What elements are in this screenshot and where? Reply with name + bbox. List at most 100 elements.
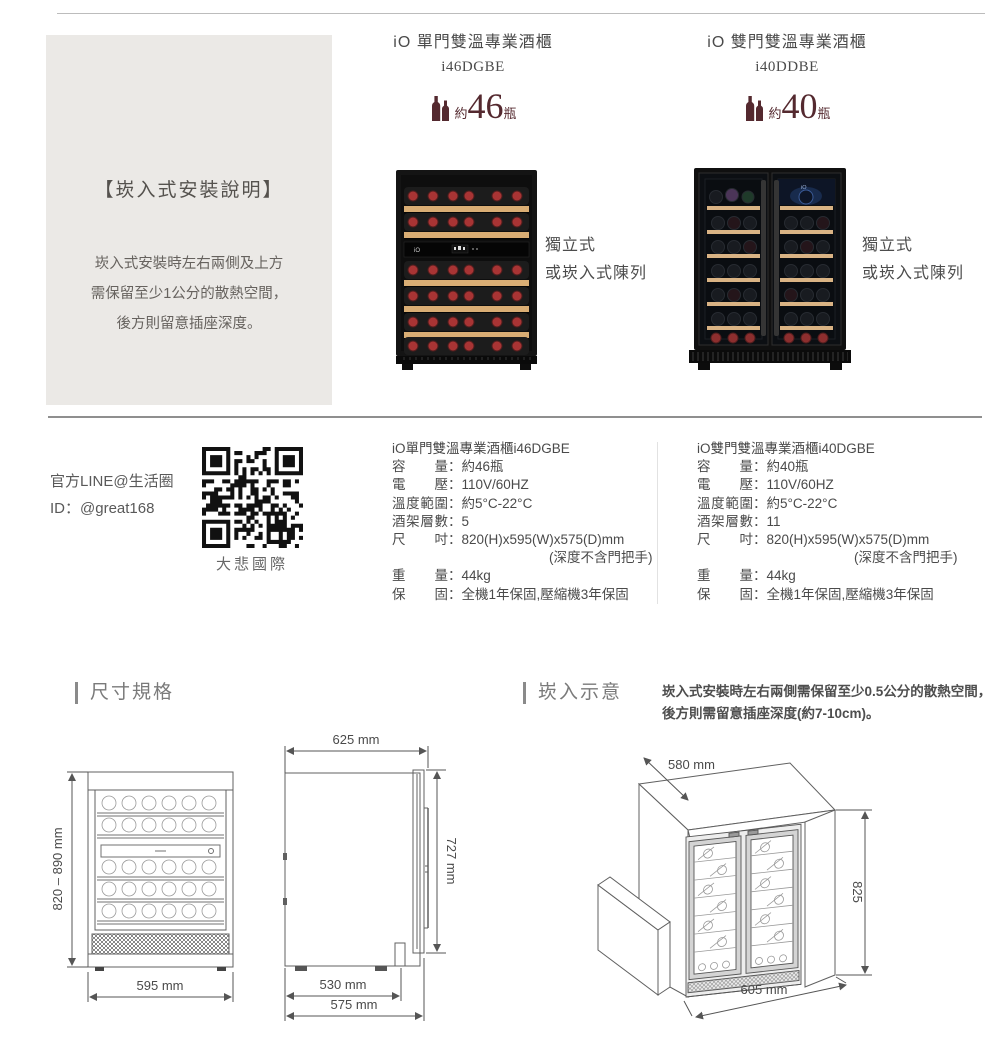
spec-row: 保固：全機1年保固,壓縮機3年保固 [392, 586, 629, 602]
note-line2: 或崁入式陳列 [862, 265, 965, 282]
builtin-note: 崁入式安裝時左右兩側需保留至少0.5公分的散熱空間， 後方則需留意插座深度(約7… [662, 681, 992, 725]
line-qr-code [202, 447, 303, 548]
capacity-unit: 瓶 [503, 106, 517, 121]
section-title-dimensions: 尺寸規格 [75, 682, 174, 704]
builtin-depth-label: 580 mm [668, 757, 715, 772]
builtin-width-label: 605 mm [741, 982, 788, 997]
colon: ： [753, 568, 767, 584]
spec-row: 重量：44kg [697, 568, 796, 584]
builtin-height-label: 825 [850, 881, 865, 903]
colon: ： [753, 459, 767, 475]
colon: ： [753, 513, 767, 529]
front-width-label: 595 mm [137, 978, 184, 993]
wine-bottles-icon [743, 93, 765, 126]
product-b-model: i40DDBE [755, 59, 819, 75]
colon: ： [753, 532, 767, 548]
colon: ： [448, 586, 462, 602]
front-view-diagram: 820 – 890 mm 595 mm [45, 745, 265, 1020]
line-contact-line1: 官方LINE@生活圈 [50, 473, 174, 490]
product-a-display-note: 獨立式 或崁入式陳列 [545, 232, 647, 288]
capacity-unit: 瓶 [817, 106, 831, 121]
install-panel-title: 【崁入式安裝說明】 [94, 180, 284, 201]
spec-row: 溫度範圍：約5°C-22°C [697, 495, 838, 511]
spec-value: 44kg [766, 568, 796, 584]
note-line1: 獨立式 [545, 237, 597, 254]
side-depth-inner-label: 530 mm [320, 977, 367, 992]
product-b-title: iO 雙門雙溫專業酒櫃 [707, 34, 867, 51]
install-panel-line3: 後方則留意插座深度。 [116, 316, 262, 332]
product-b-image: iO [686, 168, 854, 377]
spec-value: 約5°C-22°C [461, 495, 533, 511]
qr-caption: 大悲國際 [215, 556, 288, 573]
section-title-builtin: 崁入示意 [523, 682, 622, 704]
capacity-number: 40 [781, 86, 818, 126]
cooler-a-logo: iO [414, 248, 420, 254]
spec-value: 全機1年保固,壓縮機3年保固 [461, 586, 629, 602]
install-panel-body: 崁入式安裝時左右兩側及上方 需保留至少1公分的散熱空間， 後方則留意插座深度。 [46, 249, 332, 339]
spec-a-header: iO單門雙溫專業酒櫃i46DGBE [392, 441, 570, 456]
line-contact-line2: ID：@great168 [50, 500, 155, 517]
spec-row: 電壓：110V/60HZ [392, 477, 529, 493]
product-a-title: iO 單門雙溫專業酒櫃 [393, 34, 553, 51]
spec-value: 110V/60HZ [766, 477, 834, 493]
side-depth-outer-label: 575 mm [331, 997, 378, 1012]
colon: ： [448, 495, 462, 511]
product-a-image: iO [396, 170, 537, 375]
colon: ： [448, 477, 462, 493]
spec-value: 全機1年保固,壓縮機3年保固 [766, 586, 934, 602]
line-contact: 官方LINE@生活圈 ID：@great168 [50, 468, 174, 522]
spec-row: 容量：約40瓶 [697, 459, 809, 475]
product-b-display-note: 獨立式 或崁入式陳列 [862, 232, 964, 288]
spec-row: 容量：約46瓶 [392, 459, 504, 475]
capacity-prefix: 約 [454, 106, 468, 121]
spec-value: 44kg [461, 568, 491, 584]
spec-row: 溫度範圍：約5°C-22°C [392, 495, 533, 511]
spec-row: 重量：44kg [392, 568, 491, 584]
builtin-note-line1: 崁入式安裝時左右兩側需保留至少0.5公分的散熱空間， [662, 684, 992, 699]
product-a-model: i46DGBE [441, 59, 505, 75]
spec-b-header: iO雙門雙溫專業酒櫃i40DGBE [697, 441, 875, 456]
spec-value: 820(H)x595(W)x575(D)mm [766, 532, 930, 548]
spec-row: 尺吋：820(H)x595(W)x575(D)mm [392, 532, 625, 548]
spec-value: 820(H)x595(W)x575(D)mm [461, 532, 625, 548]
spec-column-b: iO雙門雙溫專業酒櫃i40DGBE 容量：約40瓶 電壓：110V/60HZ 溫… [697, 440, 989, 604]
note-line1: 獨立式 [862, 237, 914, 254]
colon: ： [753, 586, 767, 602]
colon: ： [753, 495, 767, 511]
spec-value: 約40瓶 [766, 459, 809, 475]
colon: ： [753, 477, 767, 493]
top-divider [57, 13, 985, 14]
capacity-prefix: 約 [768, 106, 782, 121]
spec-row: 尺吋：820(H)x595(W)x575(D)mm [697, 532, 930, 548]
spec-column-a: iO單門雙溫專業酒櫃i46DGBE 容量：約46瓶 電壓：110V/60HZ 溫… [392, 440, 684, 604]
side-height-label: 727 mm [444, 838, 459, 885]
colon: ： [448, 532, 462, 548]
spec-columns-divider [657, 442, 658, 604]
spec-row: 電壓：110V/60HZ [697, 477, 834, 493]
mid-divider [48, 416, 982, 418]
product-a-header: iO 單門雙溫專業酒櫃 i46DGBE [378, 28, 568, 76]
spec-row: 酒架層數：5 [392, 513, 470, 529]
builtin-isometric-diagram: 580 mm 825 605 mm [580, 735, 980, 1040]
spec-value: 5 [461, 513, 470, 529]
spec-value: 約46瓶 [461, 459, 504, 475]
product-b-capacity: 約 40 瓶 [692, 88, 882, 124]
spec-row: 酒架層數：11 [697, 513, 781, 529]
spec-value: 約5°C-22°C [766, 495, 838, 511]
spec-size-note: (深度不含門把手) [854, 550, 958, 566]
colon: ： [448, 568, 462, 584]
spec-value: 11 [766, 513, 781, 529]
install-panel-line2: 需保留至少1公分的散熱空間， [90, 286, 288, 302]
colon: ： [448, 459, 462, 475]
capacity-number: 46 [467, 86, 504, 126]
side-view-diagram: 625 mm 727 mm 530 mm 575 mm [250, 718, 485, 1033]
side-top-label: 625 mm [333, 732, 380, 747]
spec-value: 110V/60HZ [461, 477, 529, 493]
cooler-b-logo: iO [801, 185, 807, 191]
colon: ： [448, 513, 462, 529]
note-line2: 或崁入式陳列 [545, 265, 648, 282]
install-panel: 【崁入式安裝說明】 崁入式安裝時左右兩側及上方 需保留至少1公分的散熱空間， 後… [46, 35, 332, 405]
spec-row: 保固：全機1年保固,壓縮機3年保固 [697, 586, 934, 602]
builtin-note-line2: 後方則需留意插座深度(約7-10cm)。 [662, 706, 880, 721]
